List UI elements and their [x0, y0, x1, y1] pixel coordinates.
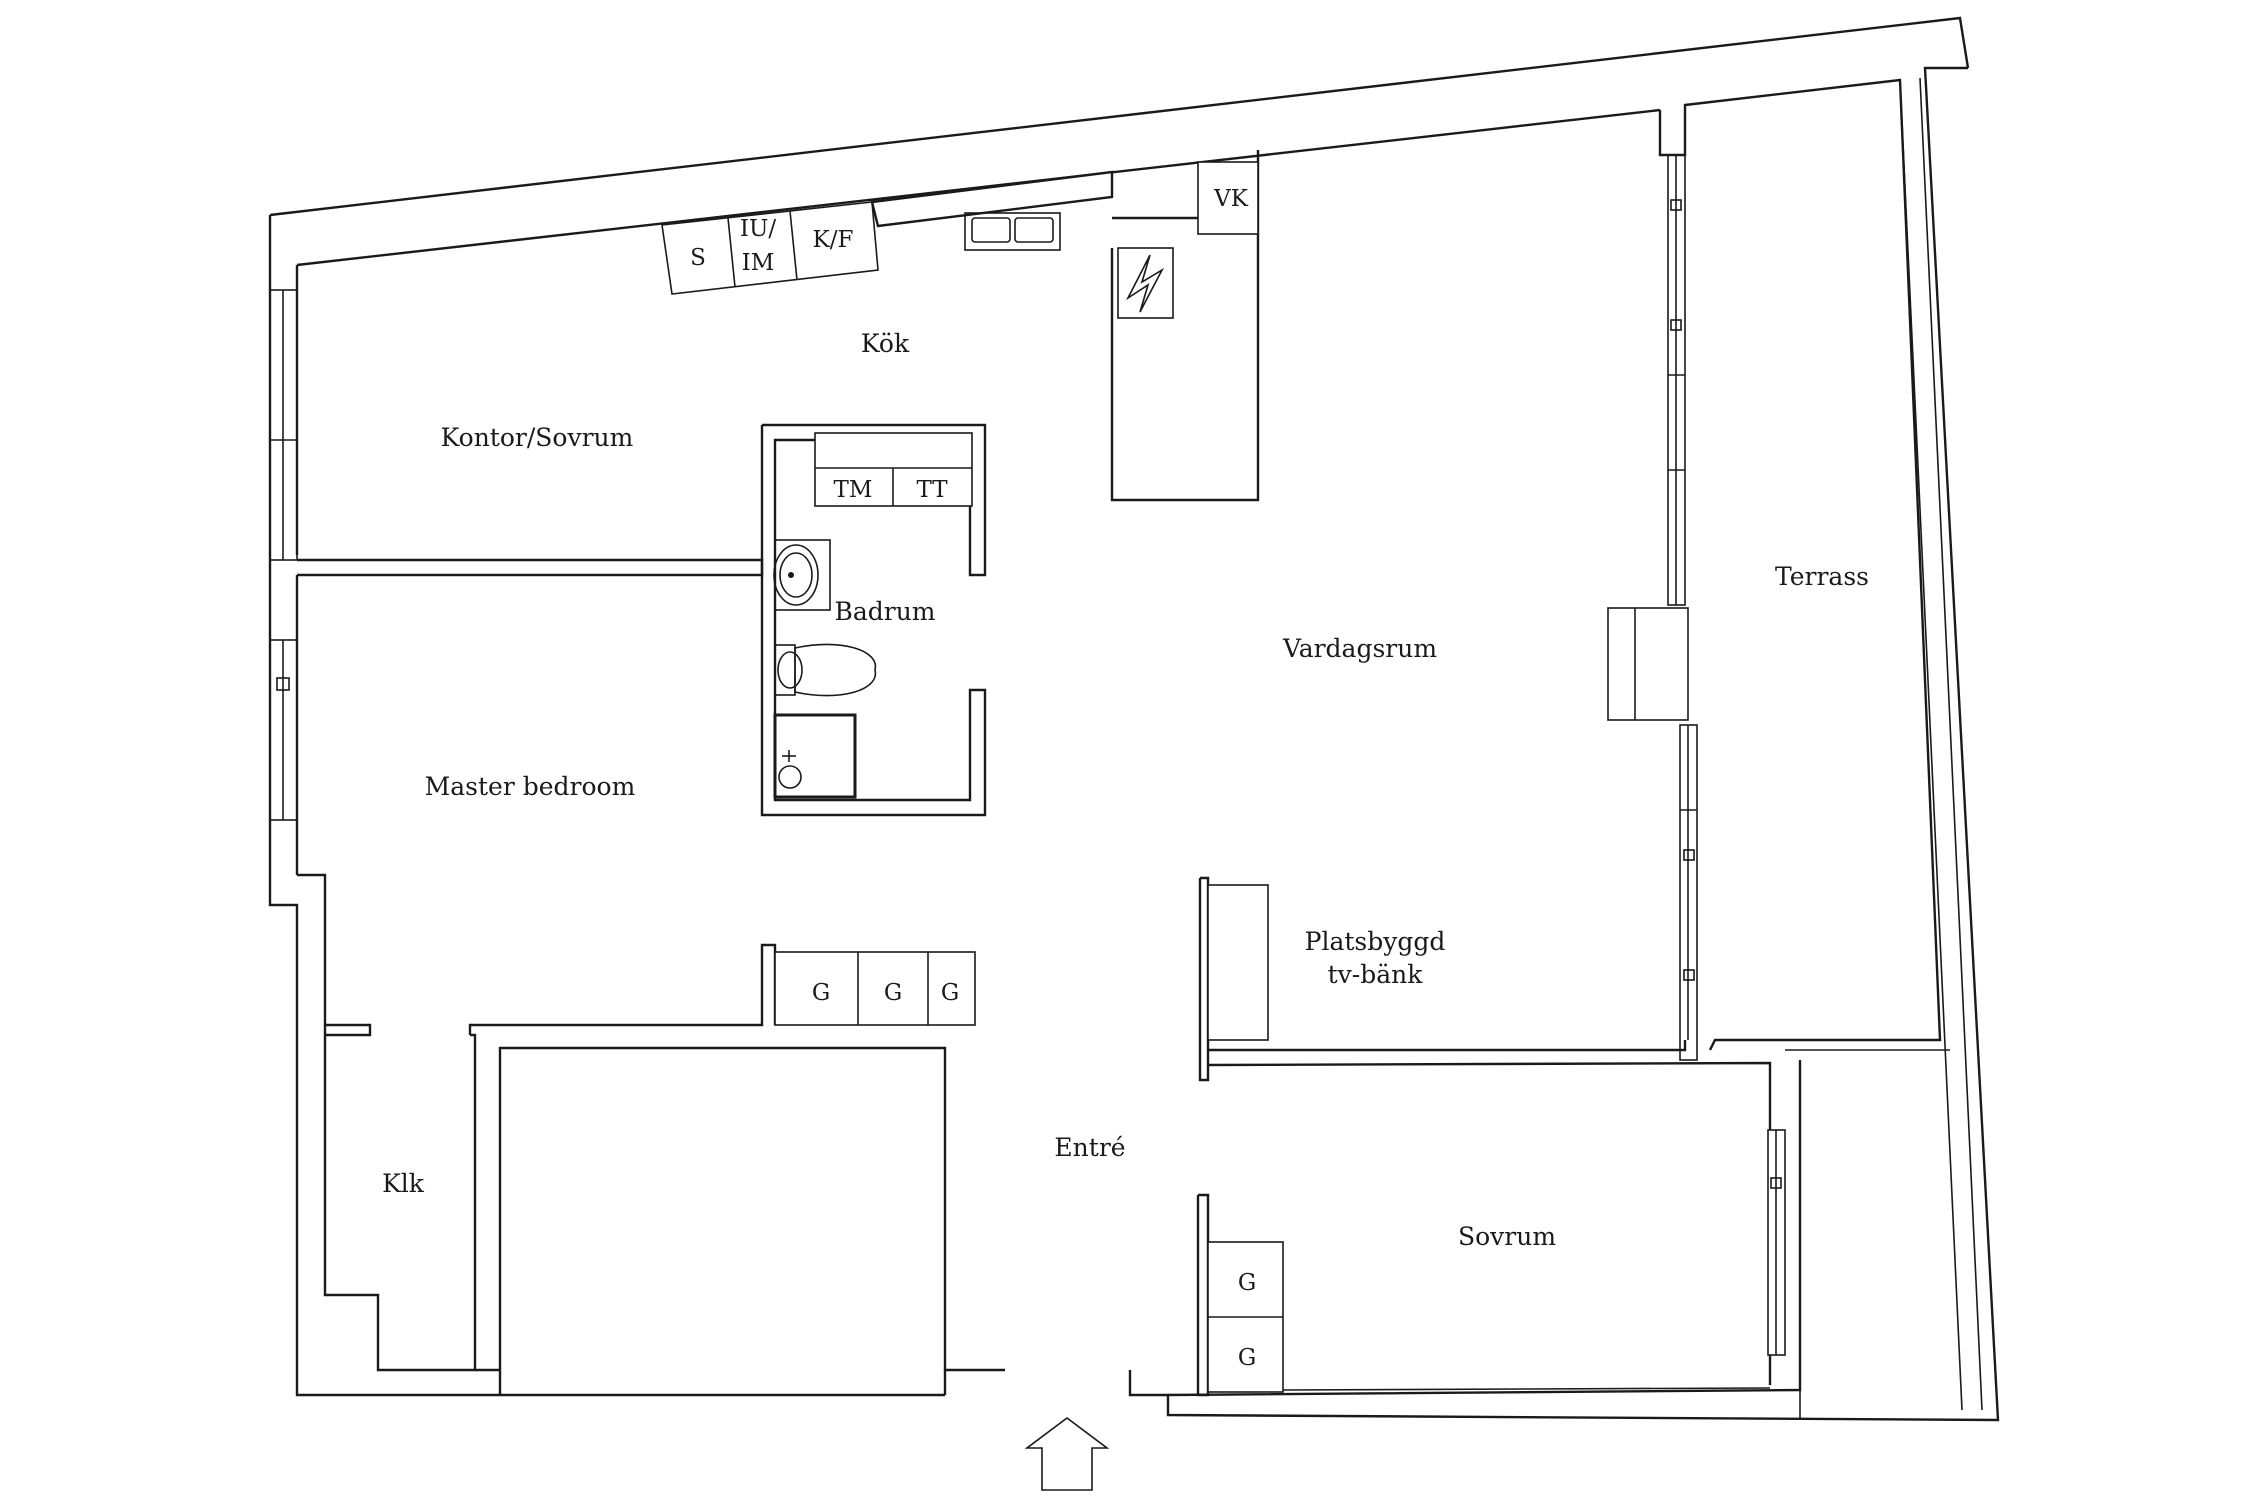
- room-label-badrum: Badrum: [834, 597, 935, 626]
- room-label-klk: Klk: [382, 1169, 425, 1198]
- room-label-sovrum: Sovrum: [1458, 1222, 1556, 1251]
- room-label-kok: Kök: [861, 329, 910, 358]
- fixture-label-kf: K/F: [813, 227, 854, 253]
- fixture-label-g: G: [884, 980, 902, 1006]
- fixture-label-im: IM: [742, 250, 775, 276]
- room-label-tv-bench-line1: Platsbyggd: [1305, 927, 1446, 956]
- toilet-icon: [774, 643, 877, 697]
- fixture-label-g: G: [941, 980, 959, 1006]
- kitchen: [661, 161, 1259, 319]
- fixture-label-g: G: [812, 980, 830, 1006]
- fixture-label-s: S: [690, 245, 706, 271]
- shower-icon: [773, 713, 857, 799]
- sink-icon: [773, 539, 831, 611]
- outer-walls: [268, 16, 2000, 1422]
- fixture-label-tt: TT: [916, 477, 948, 503]
- room-label-terrass: Terrass: [1775, 562, 1869, 591]
- fixture-label-vk: VK: [1213, 186, 1249, 212]
- fixture-label-tm: TM: [834, 477, 873, 503]
- fixture-label-g: G: [1238, 1345, 1256, 1371]
- room-label-master-bedroom: Master bedroom: [425, 772, 636, 801]
- bathroom: [773, 432, 973, 799]
- room-label-tv-bench-line2: tv-bänk: [1328, 960, 1424, 989]
- kitchen-sink-icon: [964, 212, 1061, 251]
- entrance-arrow-icon: [1024, 1417, 1110, 1491]
- room-label-vardagsrum: Vardagsrum: [1282, 634, 1437, 663]
- room-label-entre: Entré: [1054, 1133, 1125, 1162]
- interior-walls: [297, 150, 1772, 1397]
- room-label-kontor-sovrum: Kontor/Sovrum: [441, 423, 634, 452]
- fixture-label-g: G: [1238, 1270, 1256, 1296]
- terrace-structure: [1607, 77, 1983, 1420]
- fixture-label-iu: IU/: [740, 216, 776, 242]
- stove-icon: [1117, 247, 1174, 319]
